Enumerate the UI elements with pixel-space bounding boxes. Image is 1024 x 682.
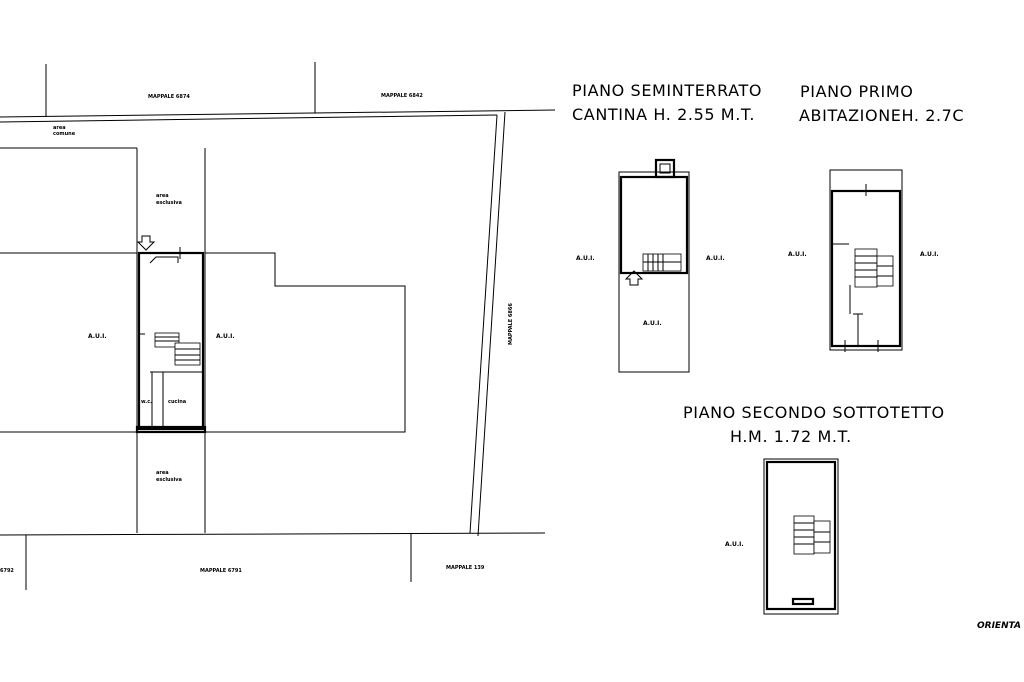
- site-stair-icon-2: [174, 342, 201, 366]
- seminterrato-room-outline: [619, 175, 689, 275]
- primo-plan: A.U.I. A.U.I.: [788, 169, 939, 352]
- entrance-arrow-icon: [136, 235, 156, 251]
- primo-stair-icon: [854, 248, 878, 288]
- seminterrato-plan: A.U.I. A.U.I. A.U.I.: [576, 158, 725, 373]
- secondo-lot-outline: [763, 458, 839, 615]
- primo-aui-left: A.U.I.: [788, 251, 807, 258]
- secondo-aui-left: A.U.I.: [725, 541, 744, 548]
- secondo-title: PIANO SECONDO SOTTOTETTO: [683, 403, 945, 422]
- site-plan: MAPPALE 6874 MAPPALE 6842 area comune ar…: [0, 62, 556, 590]
- south-boundary-line: [0, 532, 546, 536]
- site-door-mark: [149, 256, 179, 264]
- mappale-6792-label: 6792: [0, 568, 14, 574]
- mappale-6842-label: MAPPALE 6842: [381, 93, 423, 99]
- seminterrato-aui-bottom: A.U.I.: [643, 320, 662, 327]
- area-comune-label-2: comune: [53, 131, 76, 137]
- primo-stair-icon-2: [876, 255, 894, 287]
- dwelling-outline: [137, 251, 205, 431]
- seminterrato-entrance-arrow-icon: [624, 270, 644, 286]
- secondo-subtitle: H.M. 1.72 M.T.: [730, 427, 852, 446]
- secondo-plan: A.U.I.: [725, 458, 839, 615]
- area-esclusiva-north-label: area: [156, 193, 169, 199]
- aui-west-label: A.U.I.: [88, 333, 107, 340]
- east-boundary-line: [469, 114, 498, 534]
- mappale-6866-label: MAPPALE 6866: [508, 303, 514, 345]
- north-boundary-inner-line: [0, 114, 498, 123]
- secondo-stair-icon: [793, 515, 815, 555]
- area-esclusiva-south-label: area: [156, 470, 169, 476]
- area-comune-label: area: [53, 125, 66, 131]
- seminterrato-aui-right: A.U.I.: [706, 255, 725, 262]
- seminterrato-light-well: [654, 158, 676, 179]
- secondo-window: [791, 597, 815, 606]
- secondo-room-outline: [765, 460, 837, 611]
- seminterrato-title: PIANO SEMINTERRATO: [572, 81, 762, 100]
- aui-east-label: A.U.I.: [216, 333, 235, 340]
- north-boundary-line: [0, 109, 556, 118]
- mappale-139-label: MAPPALE 139: [446, 565, 485, 571]
- mappale-6874-label: MAPPALE 6874: [148, 94, 190, 100]
- east-boundary-outer-line: [477, 111, 506, 537]
- primo-aui-right: A.U.I.: [920, 251, 939, 258]
- primo-title: PIANO PRIMO: [800, 82, 913, 101]
- seminterrato-aui-left: A.U.I.: [576, 255, 595, 262]
- primo-lot-outline: [829, 169, 903, 351]
- orientation-label: ORIENTA: [977, 621, 1021, 631]
- east-building-outline: [205, 252, 406, 433]
- area-esclusiva-north-label-2: esclusiva: [156, 200, 182, 206]
- seminterrato-lot-outline: [618, 171, 690, 373]
- dwelling-south-wall: [135, 425, 207, 434]
- mappale-6791-label: MAPPALE 6791: [200, 568, 242, 574]
- area-esclusiva-south-label-2: esclusiva: [156, 477, 182, 483]
- primo-subtitle: ABITAZIONEH. 2.7C: [799, 106, 964, 125]
- cucina-label: cucina: [168, 399, 186, 405]
- wc-label: w.c.: [141, 399, 152, 405]
- seminterrato-subtitle: CANTINA H. 2.55 M.T.: [572, 105, 755, 124]
- secondo-stair-icon-2: [813, 520, 831, 554]
